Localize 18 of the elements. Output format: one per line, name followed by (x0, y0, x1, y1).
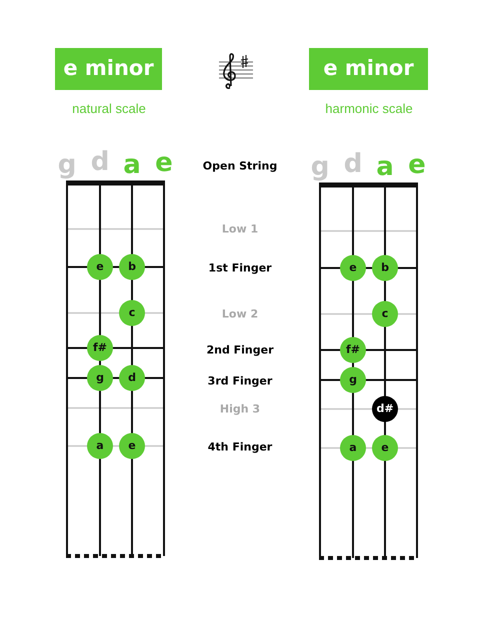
scale-subtitle: harmonic scale (324, 100, 414, 118)
finger-position-label: 3rd Finger (208, 376, 272, 386)
finger-position-label: 4th Finger (208, 442, 272, 452)
finger-position-label: Low 2 (222, 308, 258, 320)
title-banner: e minor (309, 48, 428, 90)
string-name: a (376, 154, 394, 180)
fingerboard (319, 182, 419, 560)
title-banner: e minor (55, 48, 162, 90)
string-name: e (155, 150, 173, 176)
finger-position-label: Open String (202, 160, 278, 172)
finger-position-label: 1st Finger (208, 262, 272, 274)
scale-subtitle: natural scale (71, 100, 147, 118)
string-name: a (123, 152, 141, 178)
string-name: e (408, 152, 426, 178)
fingerboard (66, 180, 166, 558)
finger-position-label: High 3 (220, 404, 260, 414)
finger-position-label: Low 1 (222, 224, 258, 234)
finger-position-label: 2nd Finger (206, 344, 274, 356)
